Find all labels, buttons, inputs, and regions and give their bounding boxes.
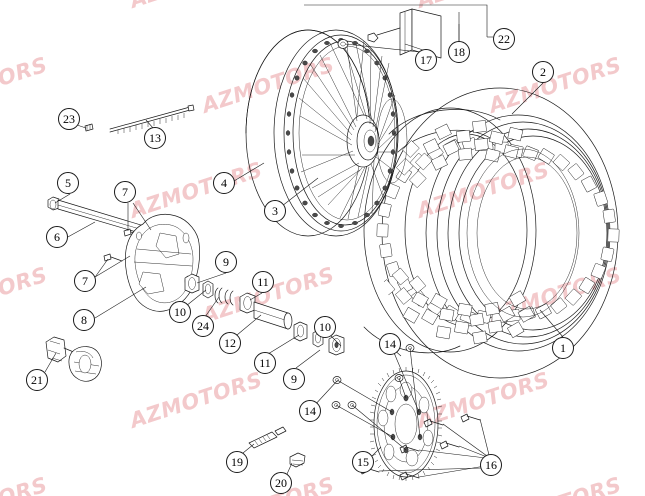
callout-rim-tape[interactable]: 4 [213, 172, 235, 194]
callout-number: 8 [81, 313, 87, 327]
callout-spoke-set[interactable]: 13 [144, 127, 166, 149]
part-cush-drive [45, 336, 102, 382]
callout-distance-sleeve[interactable]: 12 [219, 332, 241, 354]
callout-number: 12 [224, 336, 236, 350]
callout-number: 7 [82, 274, 88, 288]
callout-number: 10 [174, 305, 186, 319]
callout-axle-nut[interactable]: 5 [57, 172, 79, 194]
part-spoked-wheel [245, 29, 408, 237]
callout-bearing-upper[interactable]: 9 [215, 251, 237, 273]
callout-bolt-upper[interactable]: 7 [114, 181, 136, 203]
callout-tire[interactable]: 1 [552, 337, 574, 359]
callout-number: 9 [223, 255, 229, 269]
callout-inner-tube[interactable]: 2 [532, 61, 554, 83]
callout-spoke-nipple[interactable]: 23 [58, 108, 80, 130]
callout-bolt-lower[interactable]: 7 [74, 270, 96, 292]
callout-number: 16 [485, 458, 497, 472]
part-spoke-rod [109, 104, 195, 134]
callout-number: 13 [149, 131, 161, 145]
callout-number: 23 [63, 112, 75, 126]
callout-number: 5 [65, 176, 71, 190]
callout-bearing-lower[interactable]: 9 [283, 368, 305, 390]
callout-wheel-rim-spoked[interactable]: 3 [264, 200, 286, 222]
callout-seal-upper[interactable]: 11 [252, 271, 274, 293]
callout-wheel-axle[interactable]: 6 [46, 226, 68, 248]
callout-circlip[interactable]: 24 [192, 315, 214, 337]
callout-sprocket-nut-lower[interactable]: 14 [299, 400, 321, 422]
part-tire [376, 87, 620, 379]
part-bearing-stack-center [239, 292, 308, 342]
callout-number: 18 [453, 45, 465, 59]
callout-number: 4 [221, 176, 227, 190]
callout-number: 17 [420, 53, 432, 67]
callout-number: 9 [291, 372, 297, 386]
callout-disc-bolt[interactable]: 17 [415, 49, 437, 71]
callout-number: 24 [197, 319, 209, 333]
callout-number: 2 [540, 65, 546, 79]
callout-spacer-left[interactable]: 10 [169, 301, 191, 323]
callout-number: 19 [231, 455, 243, 469]
callout-number: 14 [304, 404, 316, 418]
part-bearing-stack-right [312, 329, 345, 356]
callout-brake-disc-kit[interactable]: 22 [493, 28, 515, 50]
part-valve-stem [248, 426, 287, 449]
callout-number: 21 [31, 373, 43, 387]
part-bearing-stack-left [184, 273, 234, 306]
callout-number: 22 [498, 32, 510, 46]
callout-seal-lower[interactable]: 11 [254, 352, 276, 374]
part-valve-cap [289, 452, 306, 468]
callout-sprocket-nut-upper[interactable]: 14 [379, 333, 401, 355]
callout-number: 14 [384, 337, 396, 351]
callout-brake-disc[interactable]: 18 [448, 41, 470, 63]
callout-cush-drive-rubber[interactable]: 21 [26, 369, 48, 391]
callout-number: 11 [257, 275, 269, 289]
callout-number: 3 [272, 204, 278, 218]
callout-number: 6 [54, 230, 60, 244]
part-rear-sprocket [335, 347, 443, 481]
callout-valve-stem[interactable]: 19 [226, 451, 248, 473]
callout-sprocket-bolt-set[interactable]: 16 [480, 454, 502, 476]
callout-spacer-right[interactable]: 10 [314, 316, 336, 338]
callout-rear-sprocket[interactable]: 15 [352, 451, 374, 473]
part-spoke-nipple [84, 123, 94, 132]
callout-number: 20 [275, 476, 287, 490]
callout-hub-carrier[interactable]: 8 [73, 309, 95, 331]
callout-number: 1 [560, 341, 566, 355]
callout-number: 10 [319, 320, 331, 334]
callout-valve-cap[interactable]: 20 [270, 472, 292, 494]
callout-number: 15 [357, 455, 369, 469]
callout-number: 11 [259, 356, 271, 370]
part-brake-disc-group [304, 4, 493, 59]
leader-lines [44, 24, 564, 475]
callout-number: 7 [122, 185, 128, 199]
